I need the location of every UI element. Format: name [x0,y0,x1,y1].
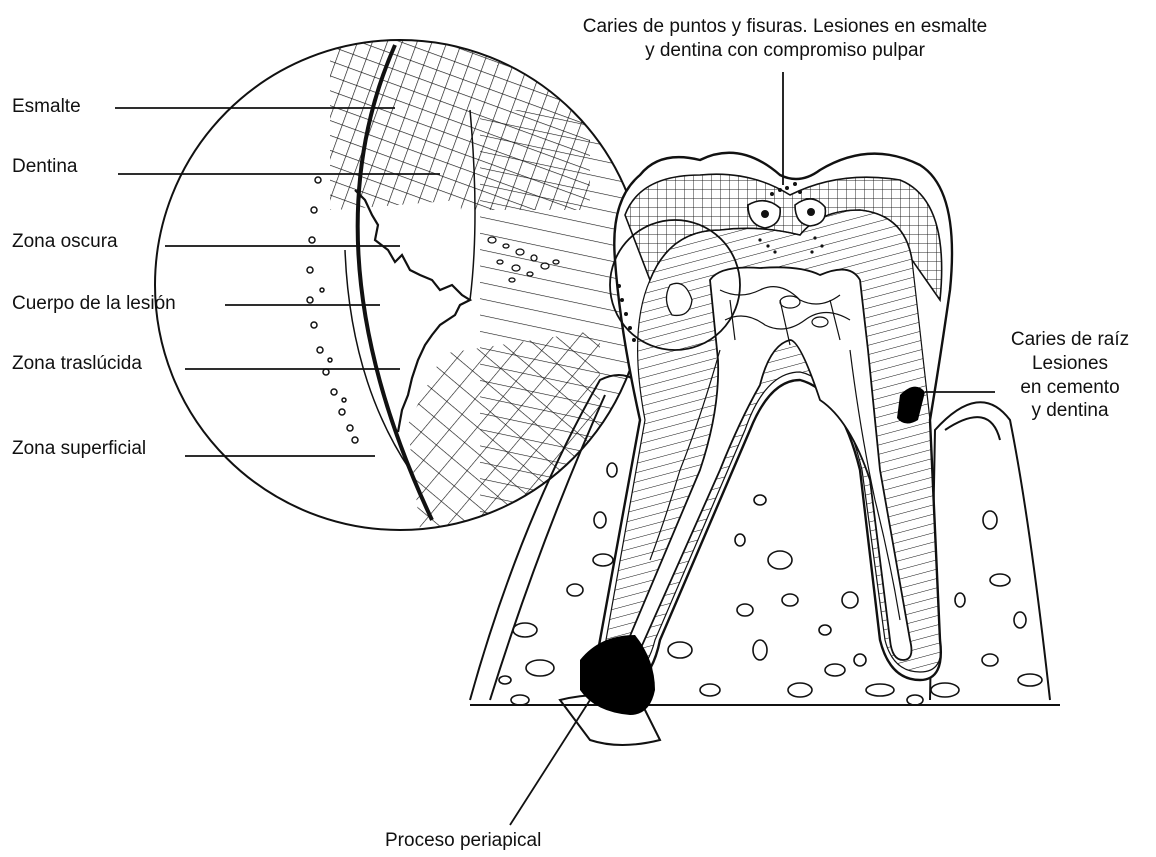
label-caries-fisuras-line2: y dentina con compromiso pulpar [540,40,1030,62]
label-zona-oscura: Zona oscura [12,231,118,253]
label-caries-raiz-line1: Caries de raíz [990,329,1150,351]
label-zona-traslucida: Zona traslúcida [12,353,142,375]
label-caries-raiz-line4: y dentina [990,400,1150,422]
label-zona-superficial: Zona superficial [12,438,146,460]
label-proceso-periapical: Proceso periapical [385,830,541,852]
label-dentina: Dentina [12,156,78,178]
label-caries-raiz-line2: Lesiones [990,353,1150,375]
label-caries-raiz-line3: en cemento [990,377,1150,399]
label-esmalte: Esmalte [12,96,81,118]
molar-tooth [580,153,952,715]
label-caries-fisuras-line1: Caries de puntos y fisuras. Lesiones en … [540,16,1030,38]
label-cuerpo-lesion: Cuerpo de la lesión [12,293,176,315]
